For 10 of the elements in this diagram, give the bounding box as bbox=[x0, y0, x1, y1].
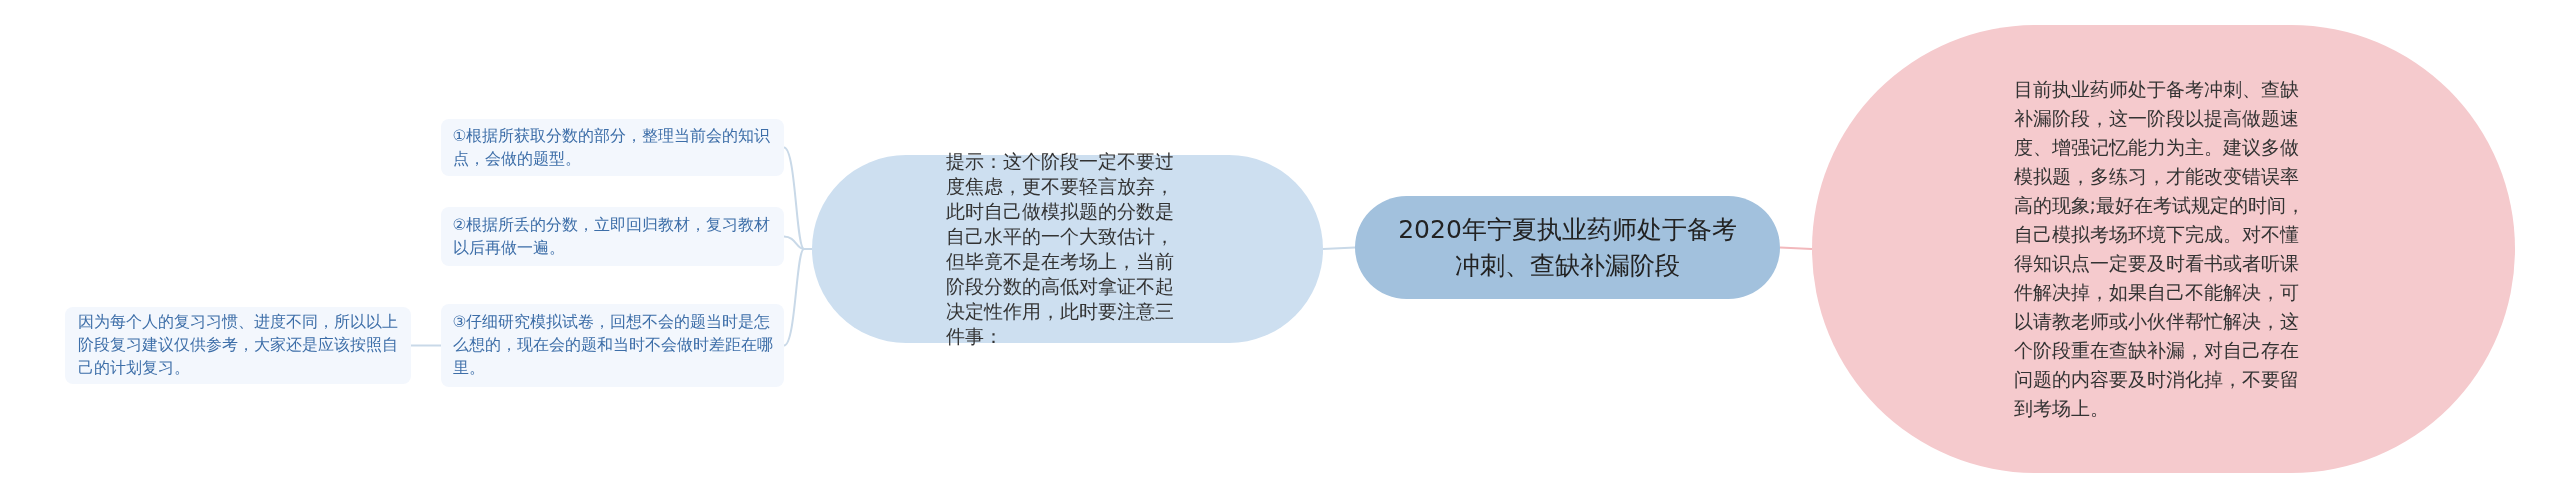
connector-line bbox=[410, 344, 442, 347]
connector-line bbox=[783, 248, 813, 347]
central-topic: 2020年宁夏执业药师处于备考冲刺、查缺补漏阶段 bbox=[1355, 196, 1780, 299]
subtopic-box: ③仔细研究模拟试卷，回想不会的题当时是怎么想的，现在会的题和当时不会做时差距在哪里。 bbox=[441, 304, 784, 387]
connector-line bbox=[1322, 246, 1356, 250]
topic-bubble: 目前执业药师处于备考冲刺、查缺补漏阶段，这一阶段以提高做题速度、增强记忆能力为主。建议多做模拟题，多练习，才能改变错误率高的现象;最好在考试规定的时间，自己模拟考场环境下完成。对不懂得知识点一定要及时看书或者听课件解决掉，如果自己不能解决，可以请教老师或小伙伴帮忙解决，这个阶段重在查缺补漏，对自己存在问题的内容要及时消化掉，不要留到考场上。 bbox=[1812, 25, 2515, 473]
subtopic-box: ①根据所获取分数的部分，整理当前会的知识点，会做的题型。 bbox=[441, 119, 784, 176]
subtopic-box: ②根据所丢的分数，立即回归教材，复习教材以后再做一遍。 bbox=[441, 207, 784, 266]
connector-line bbox=[1779, 246, 1813, 250]
subtopic-box: 因为每个人的复习习惯、进度不同，所以以上阶段复习建议仅供参考，大家还是应该按照自己的计划复习。 bbox=[65, 307, 411, 384]
